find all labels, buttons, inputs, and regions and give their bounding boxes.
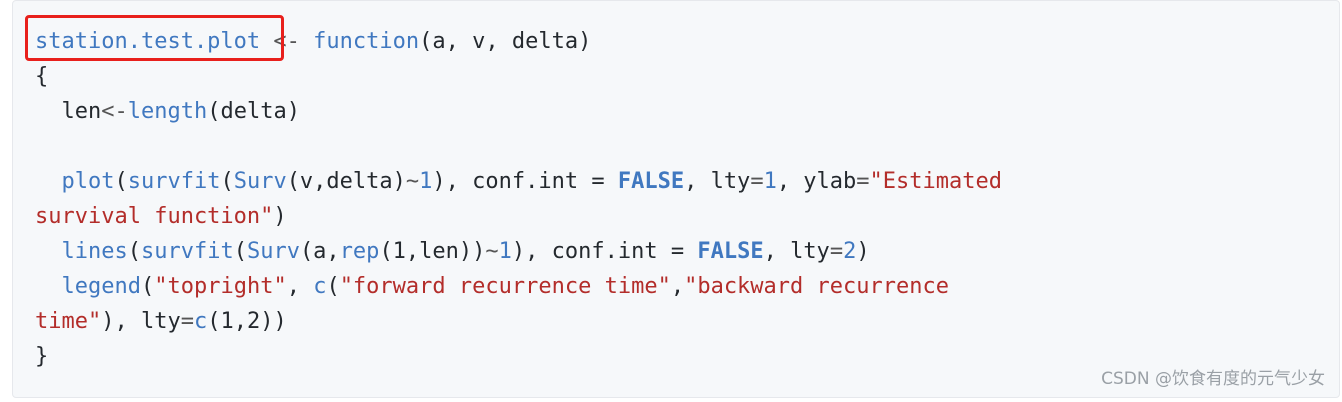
assign-arrow: <- [101, 99, 128, 124]
fn-surv: Surv [246, 239, 300, 264]
code-line-2: { [35, 59, 1002, 94]
fn-plot: plot [61, 169, 115, 194]
fn-survfit: survfit [140, 239, 234, 264]
c-args: (1,2)) [207, 309, 287, 334]
code-line-7: lines(survfit(Surv(a,rep(1,len))~1), con… [35, 234, 1002, 269]
string-topright: "topright" [154, 274, 287, 299]
paren: ( [140, 274, 155, 299]
code-line-6: survival function") [35, 199, 1002, 234]
string-estimated: "Estimated [869, 169, 1002, 194]
code-line-10: } [35, 339, 1002, 374]
fn-lines: lines [61, 239, 128, 264]
lty-arg: ), lty [101, 309, 181, 334]
fn-survfit: survfit [127, 169, 221, 194]
rep-args: (1,len)) [379, 239, 486, 264]
string-forward: "forward recurrence time" [339, 274, 671, 299]
code-line-9: time"), lty=c(1,2)) [35, 304, 1002, 339]
equals: = [829, 239, 844, 264]
assign-arrow: <- [260, 29, 314, 54]
string-time: time" [35, 309, 102, 334]
lty-arg: , lty [684, 169, 751, 194]
equals: = [856, 169, 870, 194]
code-block: station.test.plot <- function(a, v, delt… [12, 0, 1340, 398]
surv-args: (a, [299, 239, 340, 264]
tilde: ~ [405, 169, 420, 194]
code-text: station.test.plot <- function(a, v, delt… [35, 24, 1002, 374]
lty-arg: , lty [763, 239, 830, 264]
watermark: CSDN @饮食有度的元气少女 [1101, 369, 1325, 389]
equals: = [750, 169, 764, 194]
paren: ( [220, 169, 234, 194]
code-line-8: legend("topright", c("forward recurrence… [35, 269, 1002, 304]
fn-rep: rep [339, 239, 380, 264]
fn-c: c [313, 274, 327, 299]
number: 1 [763, 169, 777, 194]
close-brace: } [35, 344, 49, 369]
code-line-1: station.test.plot <- function(a, v, delt… [35, 24, 1002, 59]
indent [35, 274, 62, 299]
surv-args: (v,delta) [286, 169, 406, 194]
ylab-arg: , ylab [776, 169, 857, 194]
code-line-3: len<-length(delta) [35, 94, 1002, 129]
indent [35, 169, 62, 194]
fn-c: c [193, 309, 208, 334]
paren: ( [127, 239, 141, 264]
var-len: len [61, 99, 102, 124]
indent [35, 239, 62, 264]
fn-length: length [127, 99, 208, 124]
number: 1 [498, 239, 512, 264]
string-survival: survival function" [35, 204, 274, 229]
fn-surv: Surv [233, 169, 287, 194]
paren: ( [114, 169, 128, 194]
number: 2 [843, 239, 857, 264]
close-paren: ) [856, 239, 870, 264]
conf-int-arg: ), conf.int = [511, 239, 698, 264]
false-keyword: FALSE [697, 239, 764, 264]
equals: = [180, 309, 194, 334]
code-line-5: plot(survfit(Surv(v,delta)~1), conf.int … [35, 164, 1003, 199]
paren: ( [233, 239, 247, 264]
paren: ( [326, 274, 340, 299]
comma: , [670, 274, 685, 299]
function-args: (a, v, delta) [419, 29, 592, 54]
conf-int-arg: ), conf.int = [432, 169, 618, 194]
tilde: ~ [485, 239, 499, 264]
length-args: (delta) [207, 99, 300, 124]
fn-legend: legend [61, 274, 141, 299]
function-keyword: function [313, 29, 420, 54]
number: 1 [419, 169, 433, 194]
code-line-4 [35, 129, 1002, 164]
open-brace: { [35, 64, 49, 89]
indent [35, 99, 62, 124]
string-backward: "backward recurrence [684, 274, 949, 299]
comma: , [286, 274, 314, 299]
function-name: station.test.plot [35, 29, 261, 54]
close-paren: ) [273, 204, 287, 229]
false-keyword: FALSE [617, 169, 685, 194]
